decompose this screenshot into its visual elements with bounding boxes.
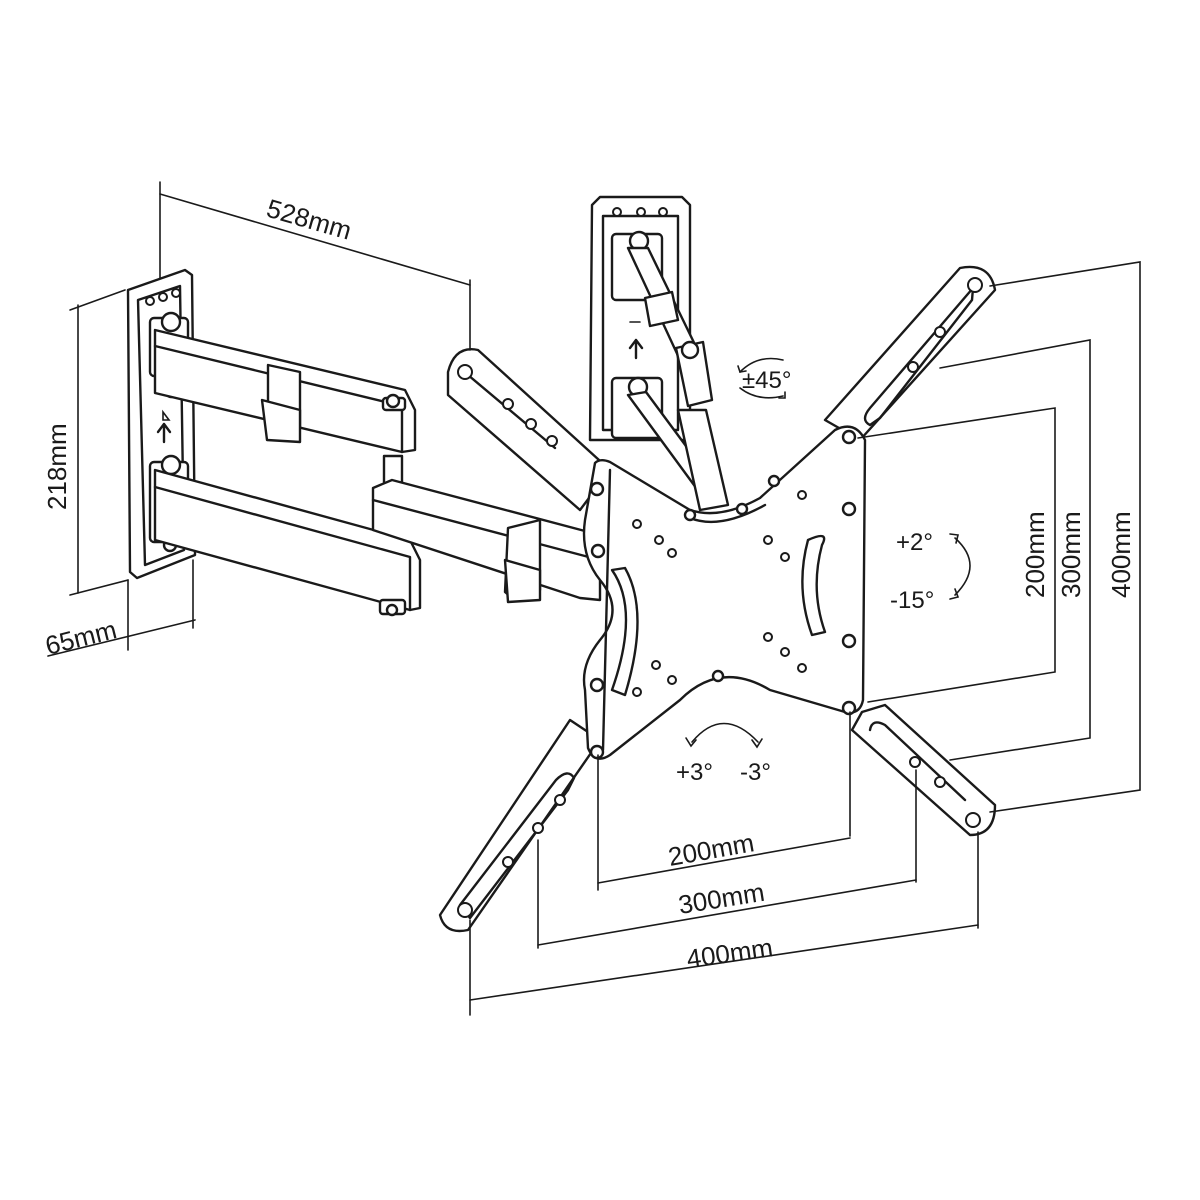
vesa-horizontal-200-label: 200mm: [666, 827, 757, 872]
swivel-arrow-icon: [737, 357, 786, 399]
vesa-center-plate: [582, 425, 867, 760]
wall-profile-label: 65mm: [42, 614, 119, 661]
swivel-angle-label: ±45°: [742, 367, 791, 394]
vesa-arm-lower-right: [850, 703, 997, 837]
vesa-arm-upper-left: [446, 348, 612, 512]
dimension-lines: [47, 181, 1141, 1016]
tilt-arrow-icon: [949, 533, 971, 600]
top-arm-assembly: [588, 195, 730, 512]
vesa-plate: [438, 265, 997, 933]
tilt-down-label: -15°: [890, 587, 934, 614]
vesa-horizontal-300-label: 300mm: [676, 877, 766, 920]
vesa-vertical-400-label: 400mm: [1106, 511, 1136, 598]
vesa-arm-upper-right: [823, 265, 997, 442]
level-arrow-icon: [685, 722, 763, 749]
outer-arm: [371, 478, 602, 604]
vesa-horizontal-400-label: 400mm: [685, 932, 775, 974]
level-minus-label: -3°: [740, 759, 771, 786]
wall-plate-height-label: 218mm: [42, 423, 72, 510]
left-arm-assembly: [126, 268, 602, 617]
vesa-screws: [589, 429, 857, 760]
vesa-vertical-300-label: 300mm: [1056, 511, 1086, 598]
upper-arm: [153, 328, 417, 454]
vesa-arm-lower-left: [438, 718, 602, 933]
lower-arm: [153, 454, 422, 617]
level-plus-label: +3°: [676, 759, 713, 786]
tilt-up-label: +2°: [896, 529, 933, 556]
vesa-vertical-200-label: 200mm: [1020, 511, 1050, 598]
